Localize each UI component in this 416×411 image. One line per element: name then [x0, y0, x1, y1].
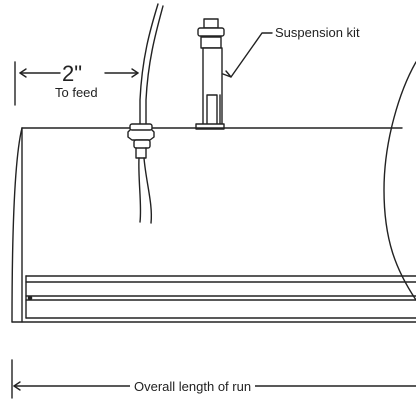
dimension-label: 2" — [62, 61, 83, 86]
cable-lower — [138, 157, 142, 223]
cable-gland — [127, 123, 155, 159]
suspension-kit — [195, 18, 225, 130]
kit-leader — [230, 32, 273, 78]
fixture-left-profile — [11, 127, 23, 323]
overall-length-label: Overall length of run — [130, 380, 256, 393]
feed-cable — [139, 3, 159, 126]
to-feed-label: To feed — [55, 85, 98, 100]
fixture-end-curve — [383, 61, 416, 301]
suspension-kit-label: Suspension kit — [275, 25, 360, 40]
